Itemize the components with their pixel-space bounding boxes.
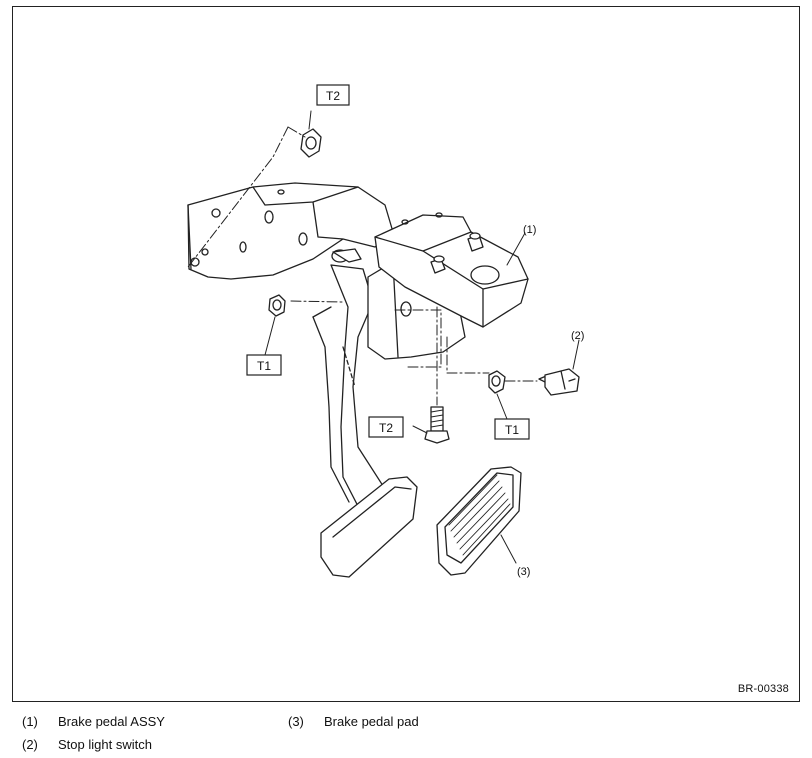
legend-number: (1) — [22, 714, 38, 729]
leader-lines — [264, 110, 580, 564]
torque-label-t2-bottom: T2 — [368, 416, 404, 438]
bolt-bottom — [424, 406, 450, 444]
nut-left — [268, 294, 286, 317]
brake-pedal-assy-body — [374, 212, 529, 328]
brake-pedal-exploded-view: T2 T1 T2 T1 (1) (2) (3) — [187, 84, 584, 578]
callout-3: (3) — [517, 566, 530, 578]
torque-label-t1-left: T1 — [246, 354, 282, 376]
pedal-pad-mounted — [320, 476, 418, 578]
diagram-frame: T2 T1 T2 T1 (1) (2) (3) BR-00338 — [12, 6, 800, 702]
stop-light-switch — [538, 368, 580, 396]
legend-number: (2) — [22, 737, 38, 752]
mounting-bracket — [187, 182, 394, 280]
figure-id: BR-00338 — [737, 683, 789, 695]
callout-2: (2) — [571, 330, 584, 342]
svg-text:T2: T2 — [379, 421, 393, 435]
nut-right — [488, 370, 506, 394]
parts-legend: (1) Brake pedal ASSY (2) Stop light swit… — [22, 710, 782, 754]
legend-text: Stop light switch — [58, 737, 152, 752]
svg-text:T1: T1 — [505, 423, 519, 437]
svg-text:T2: T2 — [326, 89, 340, 103]
legend-item: (3) Brake pedal pad — [288, 714, 419, 729]
legend-number: (3) — [288, 714, 304, 729]
legend-text: Brake pedal pad — [324, 714, 419, 729]
pivot-bolt — [331, 248, 362, 263]
callout-1: (1) — [523, 224, 536, 236]
legend-item: (2) Stop light switch — [22, 737, 152, 752]
svg-text:T1: T1 — [257, 359, 271, 373]
legend-item: (1) Brake pedal ASSY — [22, 714, 165, 729]
flange-nut-top — [300, 128, 322, 158]
brake-pedal-pad — [436, 466, 522, 576]
legend-text: Brake pedal ASSY — [58, 714, 165, 729]
assembly-lines — [187, 126, 538, 406]
torque-label-t1-right: T1 — [494, 418, 530, 440]
torque-label-t2-top: T2 — [316, 84, 350, 106]
